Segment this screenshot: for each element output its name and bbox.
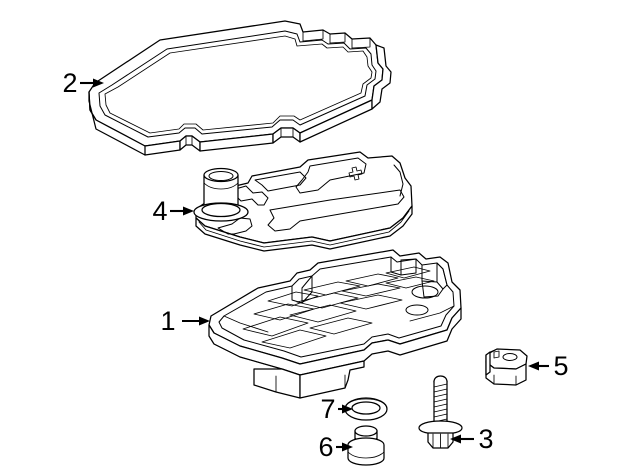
part-7-o-ring [344,397,388,421]
part-1-transmission-oil-pan [208,249,462,399]
callout-3-arrowhead [450,434,461,444]
callout-5-arrowhead [528,361,539,371]
callout-5-number: 5 [553,351,568,381]
part-3-pan-bolt [418,375,463,449]
callout-6-number: 6 [318,432,333,462]
part-5-retaining-bracket [485,348,528,386]
part-4-transmission-filter [193,151,413,252]
callout-6-arrowhead [342,442,353,452]
callout-6: 6 [318,432,353,462]
callout-3: 3 [450,424,494,454]
callout-4-arrowhead [183,206,194,216]
callout-4: 4 [152,196,194,226]
callout-5: 5 [528,351,569,381]
callout-7-arrowhead [342,404,353,414]
callout-3-number: 3 [478,424,493,454]
callout-1-number: 1 [160,306,175,336]
callout-1: 1 [160,306,210,336]
callout-7: 7 [320,394,353,424]
part-6-drain-plug [347,425,385,466]
part-2-oil-pan-gasket [88,20,392,156]
callout-2-number: 2 [62,68,77,98]
callout-1-arrowhead [199,316,210,326]
callout-2: 2 [62,68,104,98]
callout-4-number: 4 [152,196,167,226]
callout-7-number: 7 [320,394,335,424]
callout-2-arrowhead [93,78,104,88]
